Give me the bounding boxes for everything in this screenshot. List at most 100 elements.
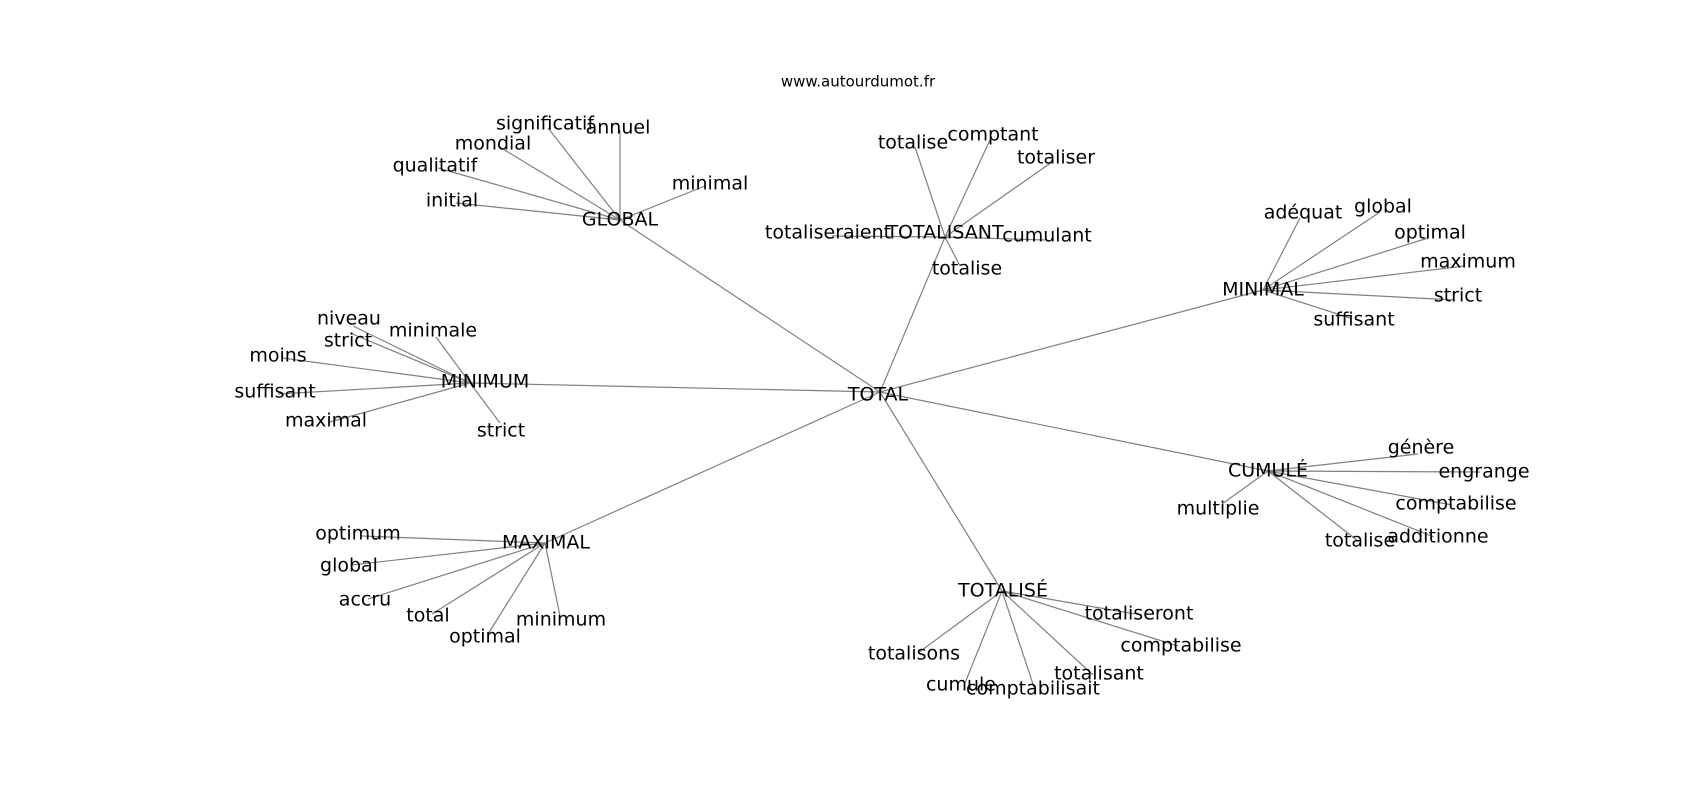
source-watermark: www.autourdumot.fr [781, 73, 936, 91]
leaf-node: maximum [1420, 251, 1516, 273]
edge-totalise-leaf [964, 590, 1003, 684]
leaf-node: optimum [315, 523, 400, 545]
edge-totalisant-leaf [914, 146, 946, 238]
edge-minimum-leaf [435, 336, 471, 384]
hub-node-totalisant: TOTALISANT [885, 222, 1004, 244]
edge-center-to-minimal [879, 289, 1264, 393]
edge-maximal-leaf [487, 542, 546, 635]
leaf-node: multiplie [1177, 498, 1260, 520]
edge-global-leaf [547, 127, 621, 221]
edge-totalise-leaf [917, 590, 1003, 654]
leaf-node: minimal [672, 173, 749, 195]
leaf-node: niveau [317, 308, 381, 330]
leaf-node: adéquat [1264, 202, 1343, 224]
leaf-node: strict [1434, 285, 1482, 307]
leaf-node: mondial [455, 133, 531, 155]
edge-minimal-leaf [1262, 237, 1429, 291]
hub-node-minimal: MINIMAL [1222, 279, 1304, 301]
leaf-node: strict [477, 420, 525, 442]
edge-cumule-leaf [1267, 470, 1359, 542]
edge-totalisant-leaf [831, 235, 946, 238]
leaf-node: totaliser [1017, 147, 1095, 169]
edge-minimum-leaf [349, 332, 471, 384]
center-node: TOTAL [847, 384, 909, 406]
leaf-node: global [320, 555, 378, 577]
edge-totalise-leaf [1001, 590, 1094, 676]
edge-totalise-leaf [1001, 590, 1136, 615]
edge-minimal-leaf [1262, 289, 1456, 301]
leaf-node: totaliseront [1085, 603, 1194, 625]
edge-maximal-leaf [351, 542, 546, 566]
edge-cumule-leaf [1267, 470, 1481, 473]
leaf-node: qualitatif [393, 155, 479, 177]
leaf-node: minimum [516, 609, 606, 631]
leaf-node: optimal [1394, 222, 1466, 244]
leaf-node: significatif [496, 113, 595, 135]
leaf-node: additionne [1387, 526, 1488, 548]
edge-cumule-leaf [1267, 453, 1419, 472]
edge-center-to-cumule [879, 391, 1269, 472]
leaf-node: totalisons [868, 643, 960, 665]
edge-global-leaf [437, 167, 621, 221]
leaf-node: annuel [586, 117, 651, 139]
edge-totalisant-leaf [944, 236, 961, 267]
edge-minimum-leaf [329, 382, 471, 423]
edge-cumule-leaf [1221, 470, 1269, 505]
leaf-node: cumule [926, 674, 996, 696]
edge-global-leaf [455, 202, 621, 221]
leaf-node: totalise [1325, 530, 1395, 552]
leaf-node: totaliseraient [765, 222, 891, 244]
leaf-node: totalisant [1054, 663, 1144, 685]
edge-totalisant-leaf [944, 236, 1046, 241]
leaf-node: strict [324, 330, 372, 352]
hub-node-totalise: TOTALISÉ [957, 579, 1048, 602]
leaf-node: totalise [878, 132, 948, 154]
leaf-node: initial [426, 190, 478, 212]
leaf-node: comptabilise [1120, 635, 1241, 657]
edge-cumule-leaf [1267, 470, 1453, 506]
leaf-node: suffisant [234, 381, 315, 403]
hub-node-global: GLOBAL [582, 209, 659, 231]
leaf-node: optimal [449, 626, 521, 648]
edge-minimal-leaf [1262, 211, 1381, 291]
hub-node-minimum: MINIMUM [441, 371, 530, 393]
graph-edges [277, 127, 1481, 691]
leaf-node: comptabilise [1395, 493, 1516, 515]
hub-node-cumule: CUMULÉ [1228, 459, 1308, 482]
edge-minimum-leaf [352, 325, 471, 384]
leaf-node: minimale [389, 320, 477, 342]
leaf-node: moins [249, 345, 306, 367]
leaf-node: cumulant [1002, 225, 1091, 247]
leaf-node: engrange [1438, 461, 1529, 483]
leaf-node: comptabilisait [966, 678, 1100, 700]
edge-center-to-maximal [544, 391, 881, 544]
edge-totalisant-leaf [944, 139, 991, 238]
edge-center-to-minimum [469, 382, 881, 393]
edge-maximal-leaf [361, 535, 546, 544]
edge-totalise-leaf [1001, 590, 1179, 647]
edge-minimal-leaf [1262, 217, 1301, 291]
edge-totalise-leaf [1001, 590, 1036, 691]
leaf-node: comptant [947, 124, 1038, 146]
leaf-node: accru [339, 589, 391, 611]
leaf-node: totalise [932, 258, 1002, 280]
edge-minimum-leaf [281, 357, 471, 384]
edge-totalisant-leaf [944, 161, 1053, 238]
edge-global-leaf [497, 145, 621, 221]
edge-center-to-global [619, 219, 881, 393]
edge-minimum-leaf [469, 382, 501, 424]
edge-maximal-leaf [544, 542, 561, 617]
edge-minimum-leaf [277, 382, 471, 395]
edge-global-leaf [619, 185, 706, 221]
edge-center-to-totalisant [879, 236, 946, 393]
edge-center-to-totalise [879, 391, 1003, 592]
edge-minimal-leaf [1262, 265, 1466, 291]
edge-maximal-leaf [431, 542, 546, 615]
leaf-node: maximal [285, 410, 367, 432]
hub-node-maximal: MAXIMAL [502, 532, 590, 554]
leaf-node: génère [1388, 437, 1455, 459]
edge-minimal-leaf [1262, 289, 1351, 319]
leaf-node: suffisant [1313, 309, 1394, 331]
